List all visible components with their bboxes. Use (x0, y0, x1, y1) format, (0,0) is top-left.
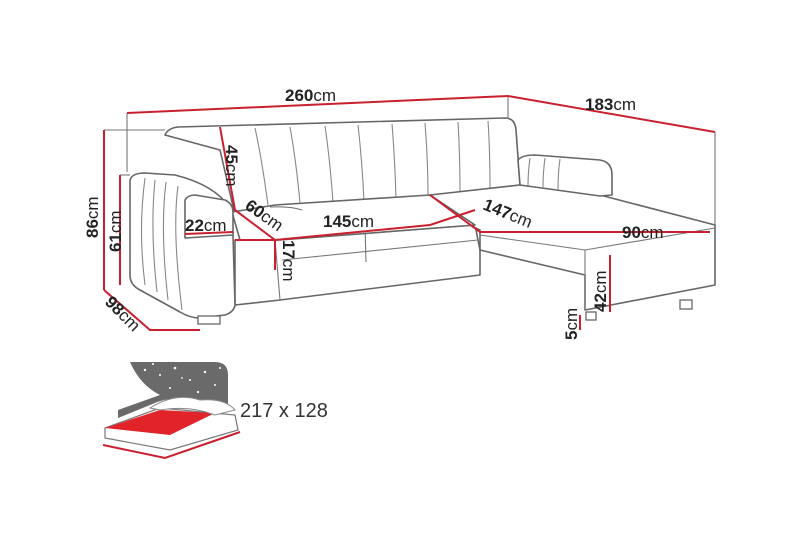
dimension-lines (103, 95, 716, 331)
total-width-label: 260cm (285, 86, 336, 105)
backrest-height-label: 45cm (222, 145, 241, 187)
leg-height-label: 5cm (562, 308, 581, 340)
total-height-label: 86cm (83, 196, 102, 238)
seat-height-label: 42cm (591, 270, 610, 312)
chaise-width-label: 90cm (622, 223, 664, 242)
cushion-height-label: 17cm (279, 240, 298, 282)
sofa-outline (129, 117, 716, 325)
depth-label: 98cm (101, 292, 144, 335)
bed-function-icon: 217 x 128 (102, 362, 328, 460)
sleeping-area-size: 217 x 128 (240, 400, 328, 422)
armrest-height-label: 61cm (106, 210, 125, 252)
chaise-depth-label: 183cm (585, 95, 636, 114)
armrest-width-label: 22cm (185, 216, 227, 235)
seat-width-label: 145cm (323, 212, 374, 231)
